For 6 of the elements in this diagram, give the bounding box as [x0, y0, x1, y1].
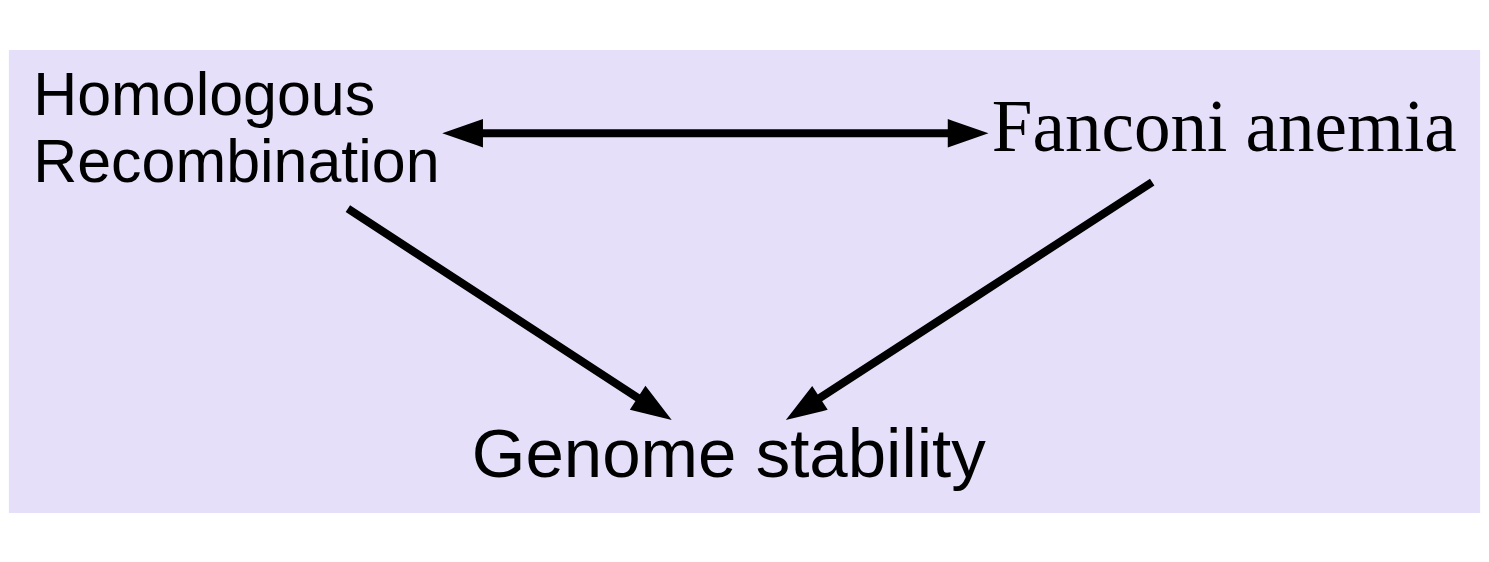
arrow: [442, 118, 989, 147]
node-text: Genome stability: [471, 413, 986, 492]
node-text: Homologous Recombination: [33, 59, 440, 195]
arrow: [785, 178, 1155, 420]
node-text: Fanconi anemia: [991, 85, 1457, 167]
arrow: [345, 204, 672, 420]
